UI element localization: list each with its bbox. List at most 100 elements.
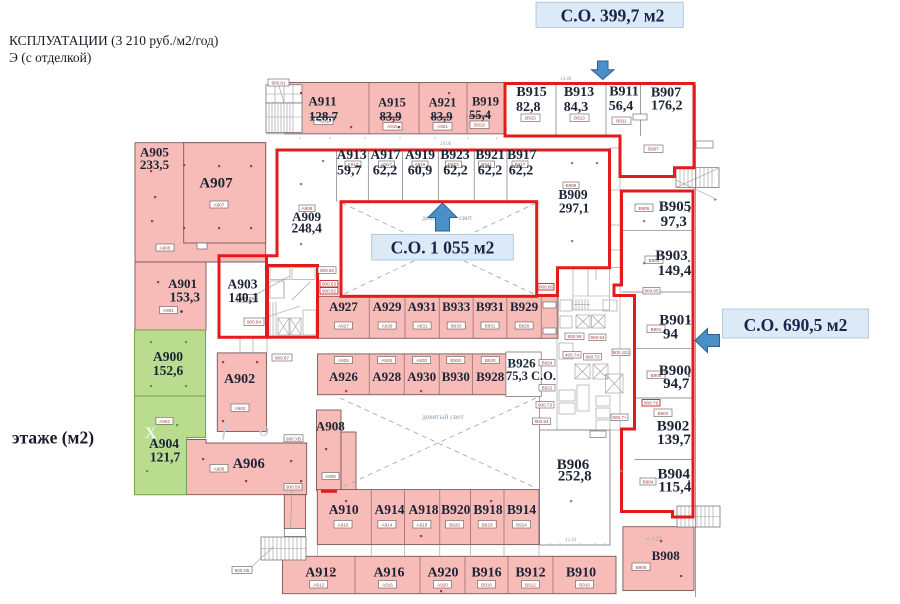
svg-text:А905: А905 [140,145,169,160]
svg-text:С.О. 1 055 м2: С.О. 1 055 м2 [391,238,495,258]
svg-text:В917: В917 [507,147,537,162]
svg-text:В911: В911 [616,119,627,124]
svg-text:29.00: 29.00 [440,142,452,147]
svg-text:В915: В915 [525,116,536,121]
svg-text:В928: В928 [476,369,505,384]
svg-text:14.48: 14.48 [560,77,572,82]
svg-text:А918: А918 [417,522,428,527]
svg-text:А918: А918 [409,502,439,517]
svg-text:139,7: 139,7 [657,432,691,448]
svg-text:А907: А907 [214,203,225,208]
svg-text:75,3 С.О.: 75,3 С.О. [506,369,556,383]
svg-text:А904: А904 [149,436,179,451]
svg-text:82,8: 82,8 [516,100,541,115]
svg-text:А927: А927 [338,324,349,329]
svg-text:128,7: 128,7 [309,109,339,124]
svg-text:f: f [222,418,230,440]
svg-text:А914: А914 [382,522,393,527]
svg-text:В903: В903 [649,258,660,263]
svg-text:А921: А921 [437,124,448,129]
svg-text:12.43: 12.43 [565,538,577,543]
svg-text:X: X [145,425,157,442]
svg-text:А912: А912 [305,565,336,580]
svg-text:А931: А931 [408,299,437,314]
svg-text:В906: В906 [557,457,590,473]
svg-text:А901: А901 [163,308,174,313]
svg-text:В929: В929 [510,299,539,314]
svg-text:А926: А926 [338,358,349,363]
svg-text:В913: В913 [574,116,585,121]
svg-text:А902: А902 [224,372,255,387]
svg-text:900.73: 900.73 [538,403,552,408]
svg-text:В926: В926 [507,355,536,370]
svg-text:А911: А911 [308,94,336,109]
svg-text:В929: В929 [519,324,530,329]
svg-text:А927: А927 [329,299,358,314]
svg-text:А929: А929 [373,299,402,314]
svg-text:А902: А902 [235,406,246,411]
svg-text:А908: А908 [316,419,345,434]
svg-text:А929: А929 [382,324,393,329]
svg-text:115,4: 115,4 [658,480,691,496]
svg-text:А901: А901 [168,276,197,291]
svg-text:А913: А913 [348,162,359,167]
svg-text:А911: А911 [318,119,329,124]
svg-text:В901: В901 [659,313,692,329]
svg-text:В928: В928 [485,358,496,363]
svg-text:свет: свет [459,213,473,222]
svg-text:А912: А912 [313,582,324,587]
svg-text:-я 3.20: -я 3.20 [645,537,662,543]
svg-text:В916: В916 [471,565,501,580]
svg-text:С.О. 690,5 м2: С.О. 690,5 м2 [744,315,848,335]
svg-text:А919: А919 [415,162,426,167]
svg-text:62,2: 62,2 [478,164,503,179]
svg-text:В900: В900 [651,373,662,378]
svg-text:А906: А906 [214,466,225,471]
svg-text:121,7: 121,7 [150,449,181,464]
svg-text:В911: В911 [609,85,639,100]
svg-text:В931: В931 [485,324,496,329]
svg-text:А920: А920 [437,582,448,587]
svg-text:В902: В902 [657,419,690,435]
svg-text:В918: В918 [473,502,503,517]
svg-text:В912: В912 [515,565,545,580]
svg-text:В914: В914 [507,502,537,517]
svg-text:В910: В910 [566,565,596,580]
svg-text:252,8: 252,8 [558,469,592,485]
svg-text:девятый свет: девятый свет [422,412,464,421]
svg-text:В918: В918 [482,522,493,527]
svg-text:900.81: 900.81 [271,81,285,86]
svg-text:В905: В905 [639,206,650,211]
svg-text:В912: В912 [525,582,536,587]
svg-text:А910: А910 [329,502,359,517]
svg-text:900.94: 900.94 [534,419,548,424]
svg-text:В921: В921 [475,147,505,162]
svg-text:В919: В919 [472,95,499,109]
svg-text:А930: А930 [407,369,436,384]
svg-text:94: 94 [663,327,679,343]
svg-text:900.N5: 900.N5 [235,568,250,573]
svg-text:В930: В930 [442,369,470,384]
svg-text:А928: А928 [381,358,392,363]
svg-text:Э (с отделкой): Э (с отделкой) [9,50,91,65]
svg-text:900.85: 900.85 [240,296,254,301]
svg-text:56,4: 56,4 [609,99,634,114]
svg-text:62,2: 62,2 [443,164,468,179]
svg-text:В909: В909 [558,187,588,202]
svg-text:176,2: 176,2 [651,99,683,114]
svg-text:900.УВ: 900.УВ [286,436,301,441]
svg-text:84,3: 84,3 [564,100,589,115]
svg-text:А907: А907 [199,176,233,192]
svg-text:А910: А910 [338,522,349,527]
svg-text:А915: А915 [378,95,406,109]
svg-text:152,6: 152,6 [153,363,184,378]
svg-text:62,2: 62,2 [509,164,534,179]
svg-text:900.63: 900.63 [322,282,336,287]
svg-text:А917: А917 [381,162,392,167]
svg-text:248,4: 248,4 [292,221,323,236]
svg-text:В901: В901 [651,327,662,332]
svg-text:В920: В920 [449,522,460,527]
svg-text:900.86: 900.86 [539,285,553,290]
svg-text:В919: В919 [474,123,485,128]
svg-text:900.84: 900.84 [247,320,261,325]
